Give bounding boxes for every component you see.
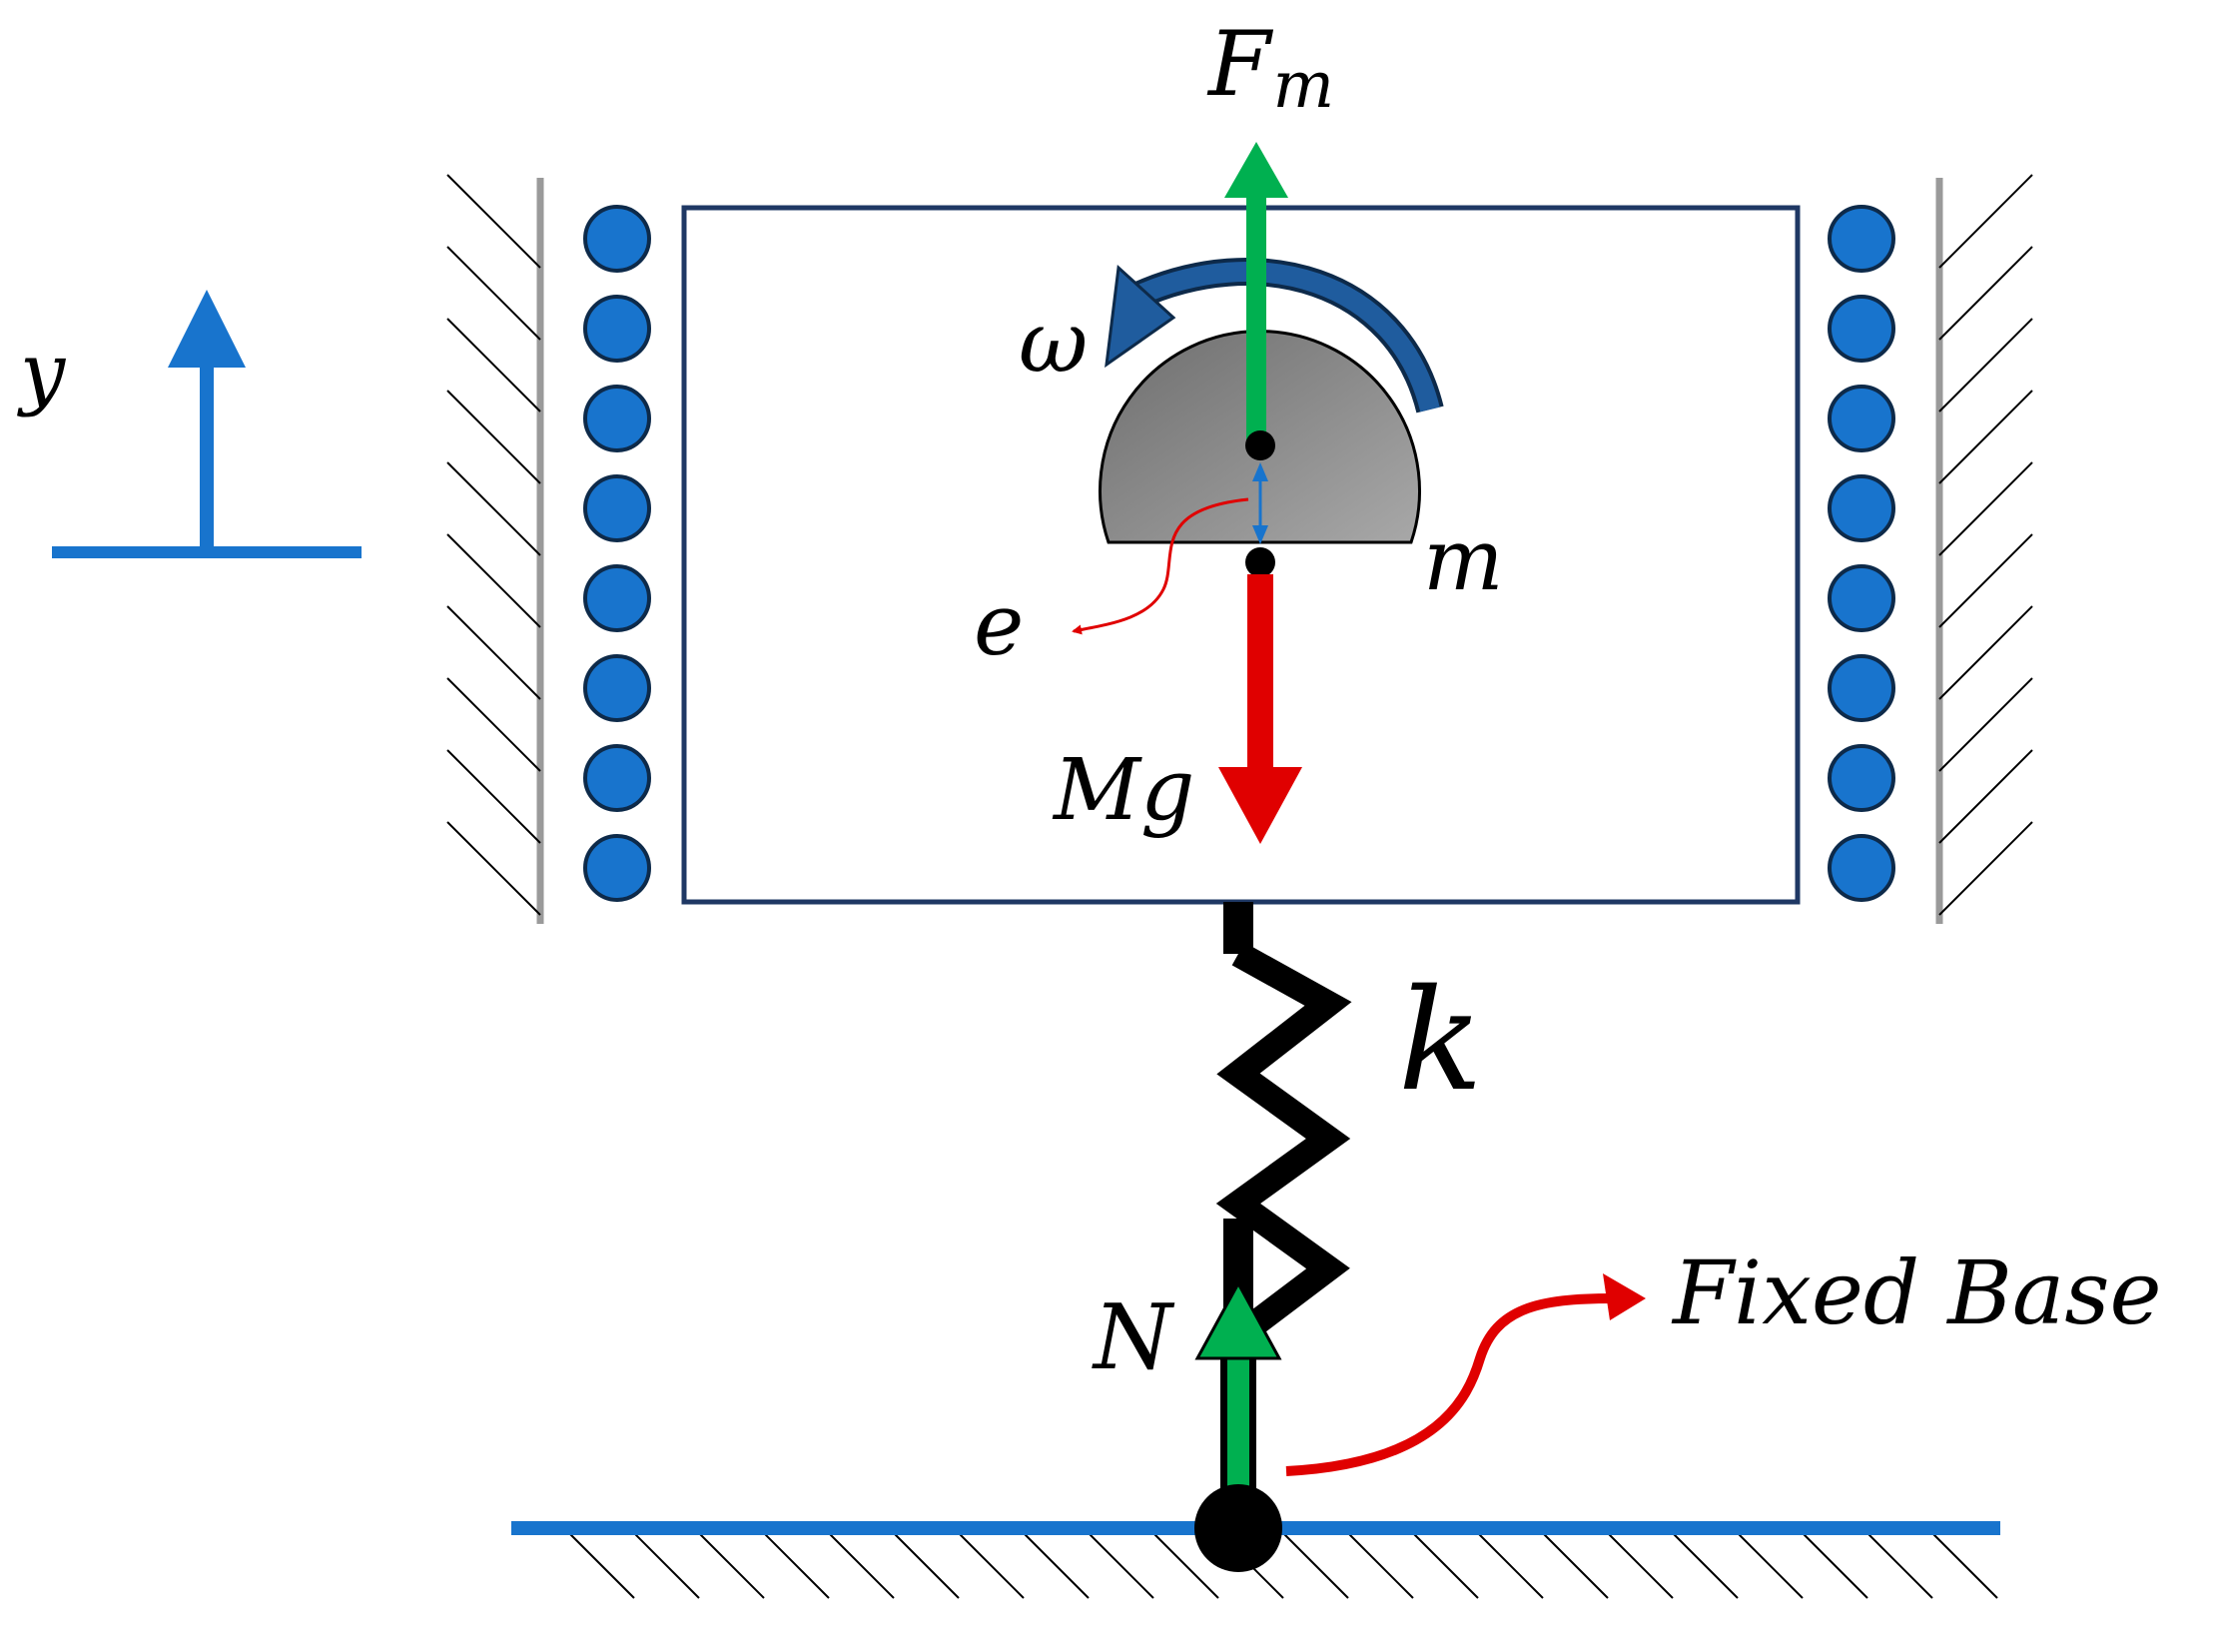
y-axis-label: y	[17, 326, 67, 418]
roller	[1828, 474, 1895, 542]
weight-arrow	[1218, 574, 1302, 844]
eccentricity-label: e	[974, 576, 1024, 675]
motor-force-label: Fm	[1206, 12, 1334, 123]
roller	[1828, 564, 1895, 632]
fixed-base-pointer-head	[1603, 1273, 1646, 1320]
y-axis-arrowhead	[168, 290, 246, 368]
eccentricity-pointer	[1072, 497, 1249, 635]
spring-label: k	[1398, 960, 1483, 1123]
left-wall	[446, 174, 544, 924]
right-wall-hatching	[1938, 174, 2033, 916]
roller	[583, 834, 651, 902]
angular-velocity-label: ω	[1019, 294, 1088, 393]
roller	[583, 654, 651, 722]
roller	[1828, 834, 1895, 902]
right-wall	[1935, 174, 2033, 924]
left-rollers	[583, 205, 651, 902]
roller	[583, 744, 651, 812]
normal-force-arrow	[1194, 1279, 1282, 1498]
rotor-center-dot	[1245, 430, 1275, 460]
eccentricity-dimension	[1252, 462, 1268, 544]
motor-force-arrow	[1224, 142, 1288, 445]
roller	[583, 385, 651, 452]
rotation-arrow	[1105, 258, 1444, 413]
spring	[1215, 902, 1352, 1363]
mass-center-dot	[1245, 547, 1275, 577]
roller	[583, 205, 651, 273]
roller	[583, 564, 651, 632]
right-rollers	[1828, 205, 1895, 902]
roller	[1828, 744, 1895, 812]
roller	[583, 474, 651, 542]
fixed-base-label: Fixed Base	[1671, 1241, 2162, 1344]
roller	[1828, 205, 1895, 273]
normal-force-label: N	[1092, 1285, 1175, 1390]
y-axis-indicator	[52, 290, 362, 558]
rotor-mass-label: m	[1423, 511, 1504, 610]
roller	[1828, 295, 1895, 363]
roller	[583, 295, 651, 363]
fixed-base-pointer	[1285, 1293, 1614, 1476]
base-pivot	[1194, 1484, 1282, 1572]
weight-label: Mg	[1052, 741, 1194, 840]
left-wall-hatching	[446, 174, 541, 916]
roller	[1828, 654, 1895, 722]
roller	[1828, 385, 1895, 452]
